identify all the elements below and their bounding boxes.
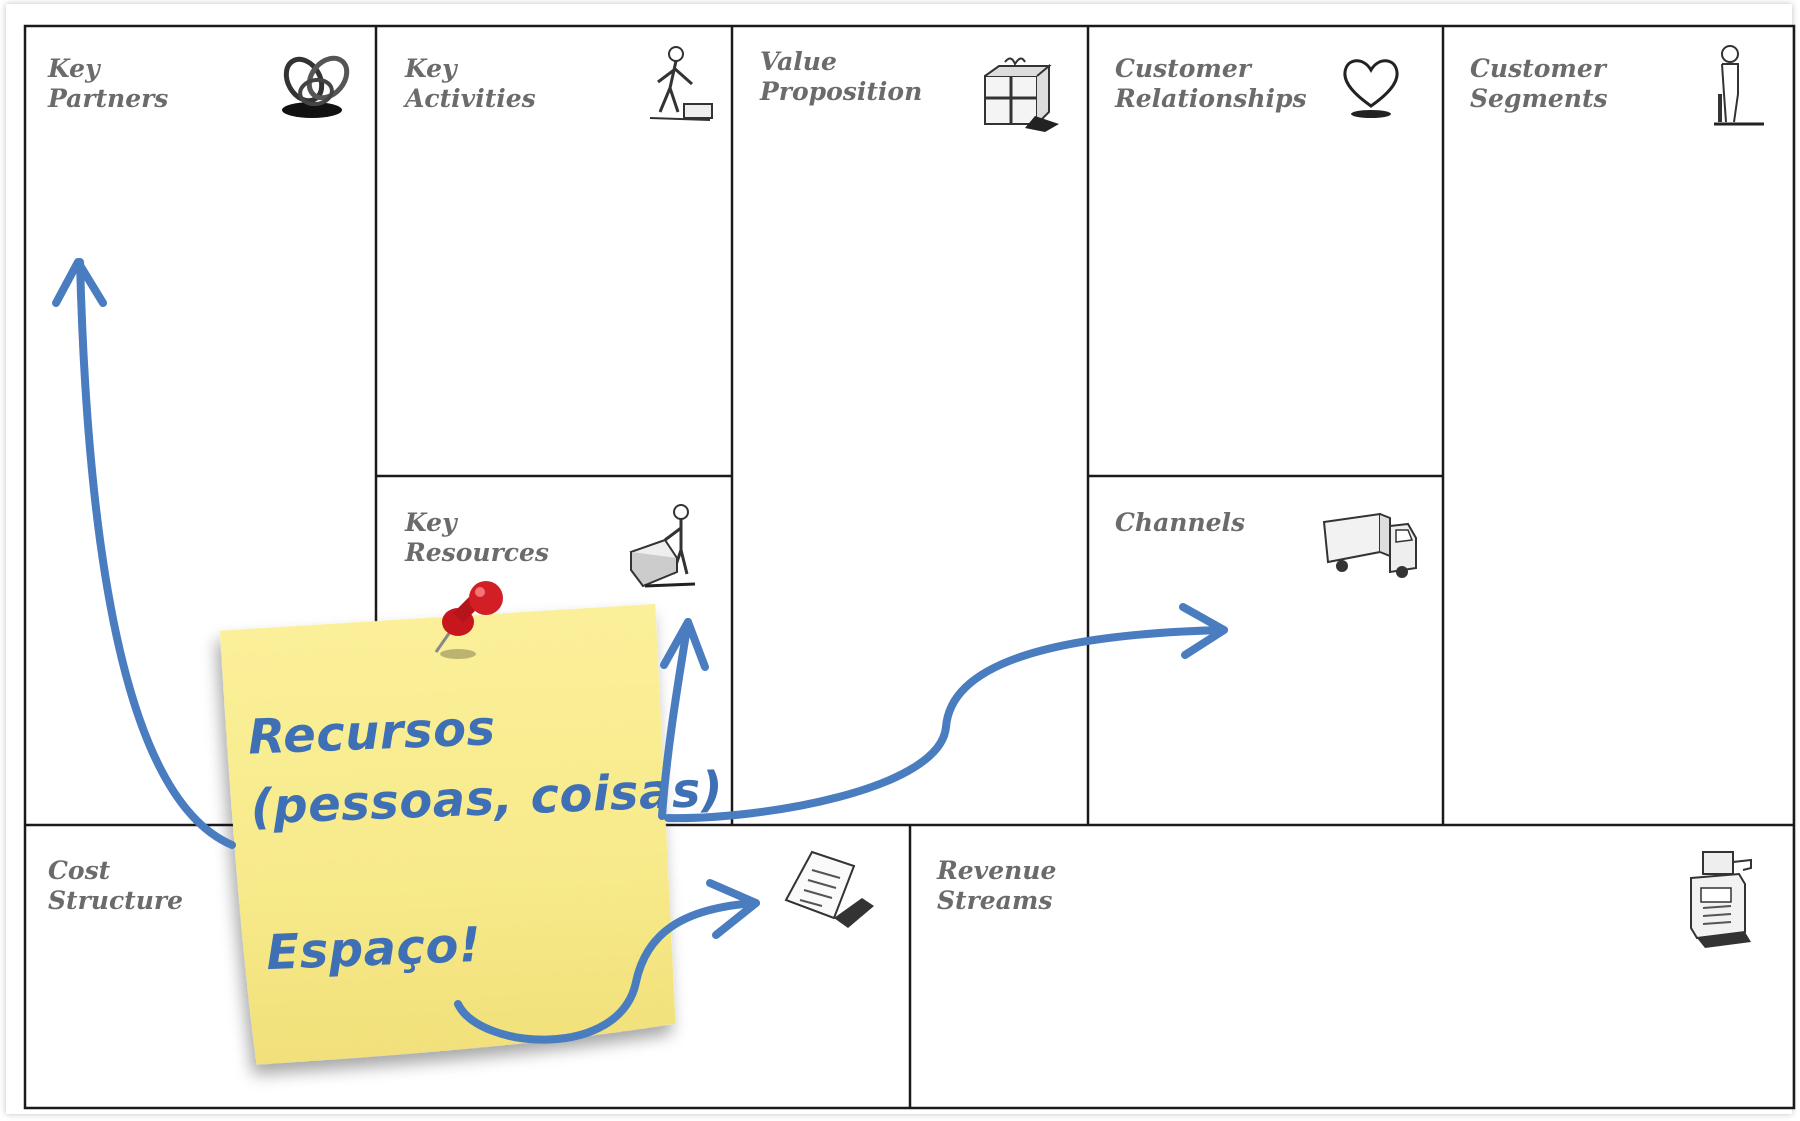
value-proposition-label: Value Proposition bbox=[760, 47, 923, 106]
note-text-line3: Espaço! bbox=[265, 916, 483, 982]
note-text-line1: Recursos bbox=[247, 700, 497, 766]
chain-links-icon bbox=[282, 55, 350, 118]
person-icon bbox=[1714, 45, 1764, 126]
sticky-note: Recursos (pessoas, coisas) Espaço! bbox=[220, 603, 724, 1066]
truck-icon bbox=[1322, 512, 1417, 578]
gift-box-icon bbox=[984, 57, 1059, 132]
sticky-note-paper bbox=[220, 603, 676, 1065]
key-resources-label: Key Resources bbox=[405, 508, 549, 567]
cost-structure-label: Cost Structure bbox=[48, 856, 183, 915]
pushpin-icon bbox=[434, 581, 503, 659]
heart-icon bbox=[1343, 59, 1399, 118]
forklift-icon bbox=[629, 504, 696, 588]
invoice-icon bbox=[784, 850, 874, 928]
channels-label: Channels bbox=[1115, 508, 1246, 537]
revenue-streams-label: Revenue Streams bbox=[937, 856, 1057, 915]
worker-icon bbox=[649, 46, 713, 121]
key-activities-label: Key Activities bbox=[405, 54, 536, 113]
customer-segments-label: Customer Segments bbox=[1470, 54, 1608, 113]
key-partners-label: Key Partners bbox=[48, 54, 169, 113]
customer-relationships-label: Customer Relationships bbox=[1115, 54, 1307, 113]
cash-register-icon bbox=[1690, 851, 1752, 948]
